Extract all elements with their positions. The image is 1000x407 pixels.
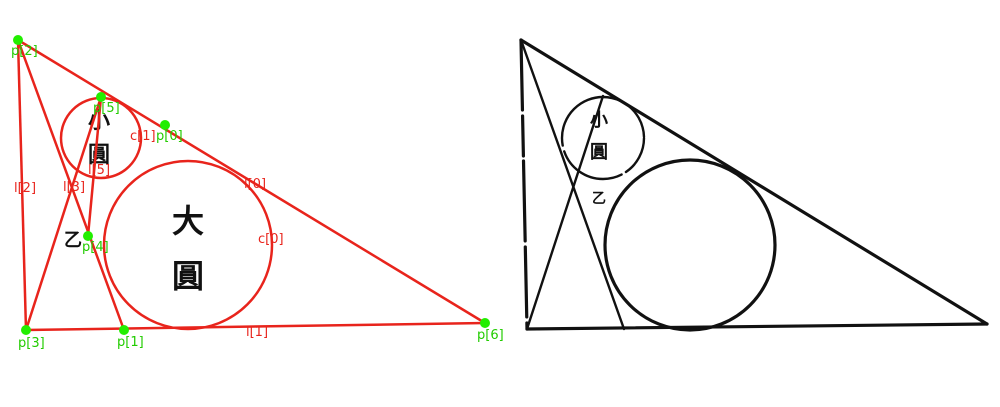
orig-line-diagonal-2 xyxy=(525,94,605,331)
circle-c0 xyxy=(102,159,274,331)
small-circle-glyph-2: 圓 xyxy=(88,142,110,168)
orig-large-circle xyxy=(603,158,777,332)
orig-line-left xyxy=(519,38,529,331)
mark-glyph: 乙 xyxy=(64,230,82,251)
line-label-l2: l[2] xyxy=(14,181,36,196)
point-marker-p3 xyxy=(21,325,31,335)
line-label-l1: l[1] xyxy=(246,325,268,340)
line-label-l3: l[3] xyxy=(63,180,85,195)
circle-label-c0: c[0] xyxy=(258,232,284,247)
original-diagram: 小 圓 乙 xyxy=(519,38,989,332)
point-marker-p2 xyxy=(13,35,23,45)
point-marker-p4 xyxy=(83,231,93,241)
point-label-p3: p[3] xyxy=(18,336,45,351)
large-circle-glyph-bottom: 圓 xyxy=(172,257,204,295)
large-circle-glyph-top: 大 xyxy=(172,202,204,240)
orig-line-hypotenuse xyxy=(519,38,989,326)
point-label-p0: p[0] xyxy=(156,129,183,144)
line-l3 xyxy=(16,39,126,331)
point-label-p5: p[5] xyxy=(93,101,120,116)
line-l5 xyxy=(86,96,103,237)
point-label-p4: p[4] xyxy=(82,240,109,255)
orig-line-base xyxy=(525,322,989,331)
line-label-l0: l[0] xyxy=(244,177,266,192)
line-label-l5: l[5] xyxy=(88,163,110,178)
line-l0 xyxy=(17,38,486,325)
line-l1 xyxy=(25,321,486,332)
annotated-diagram: 小 圓 大 圓 乙 p[2] p[3] p[1] p[6] p[5] p[0] … xyxy=(11,35,504,351)
point-marker-p1 xyxy=(119,325,129,335)
orig-line-diagonal-1 xyxy=(519,38,626,331)
orig-small-circle-glyph-1: 小 xyxy=(590,110,608,131)
point-label-p1: p[1] xyxy=(117,335,144,350)
circle-label-c1: c[1] xyxy=(130,129,156,144)
line-l4 xyxy=(24,96,103,331)
line-l2 xyxy=(16,39,28,331)
point-marker-p0 xyxy=(160,120,170,130)
point-label-p2: p[2] xyxy=(11,44,38,59)
orig-small-circle xyxy=(560,95,646,181)
orig-small-circle-glyph-2: 圓 xyxy=(590,142,608,163)
point-marker-p5 xyxy=(96,92,106,102)
orig-mark-glyph: 乙 xyxy=(592,191,606,207)
point-marker-p6 xyxy=(480,318,490,328)
point-label-p6: p[6] xyxy=(477,328,504,343)
